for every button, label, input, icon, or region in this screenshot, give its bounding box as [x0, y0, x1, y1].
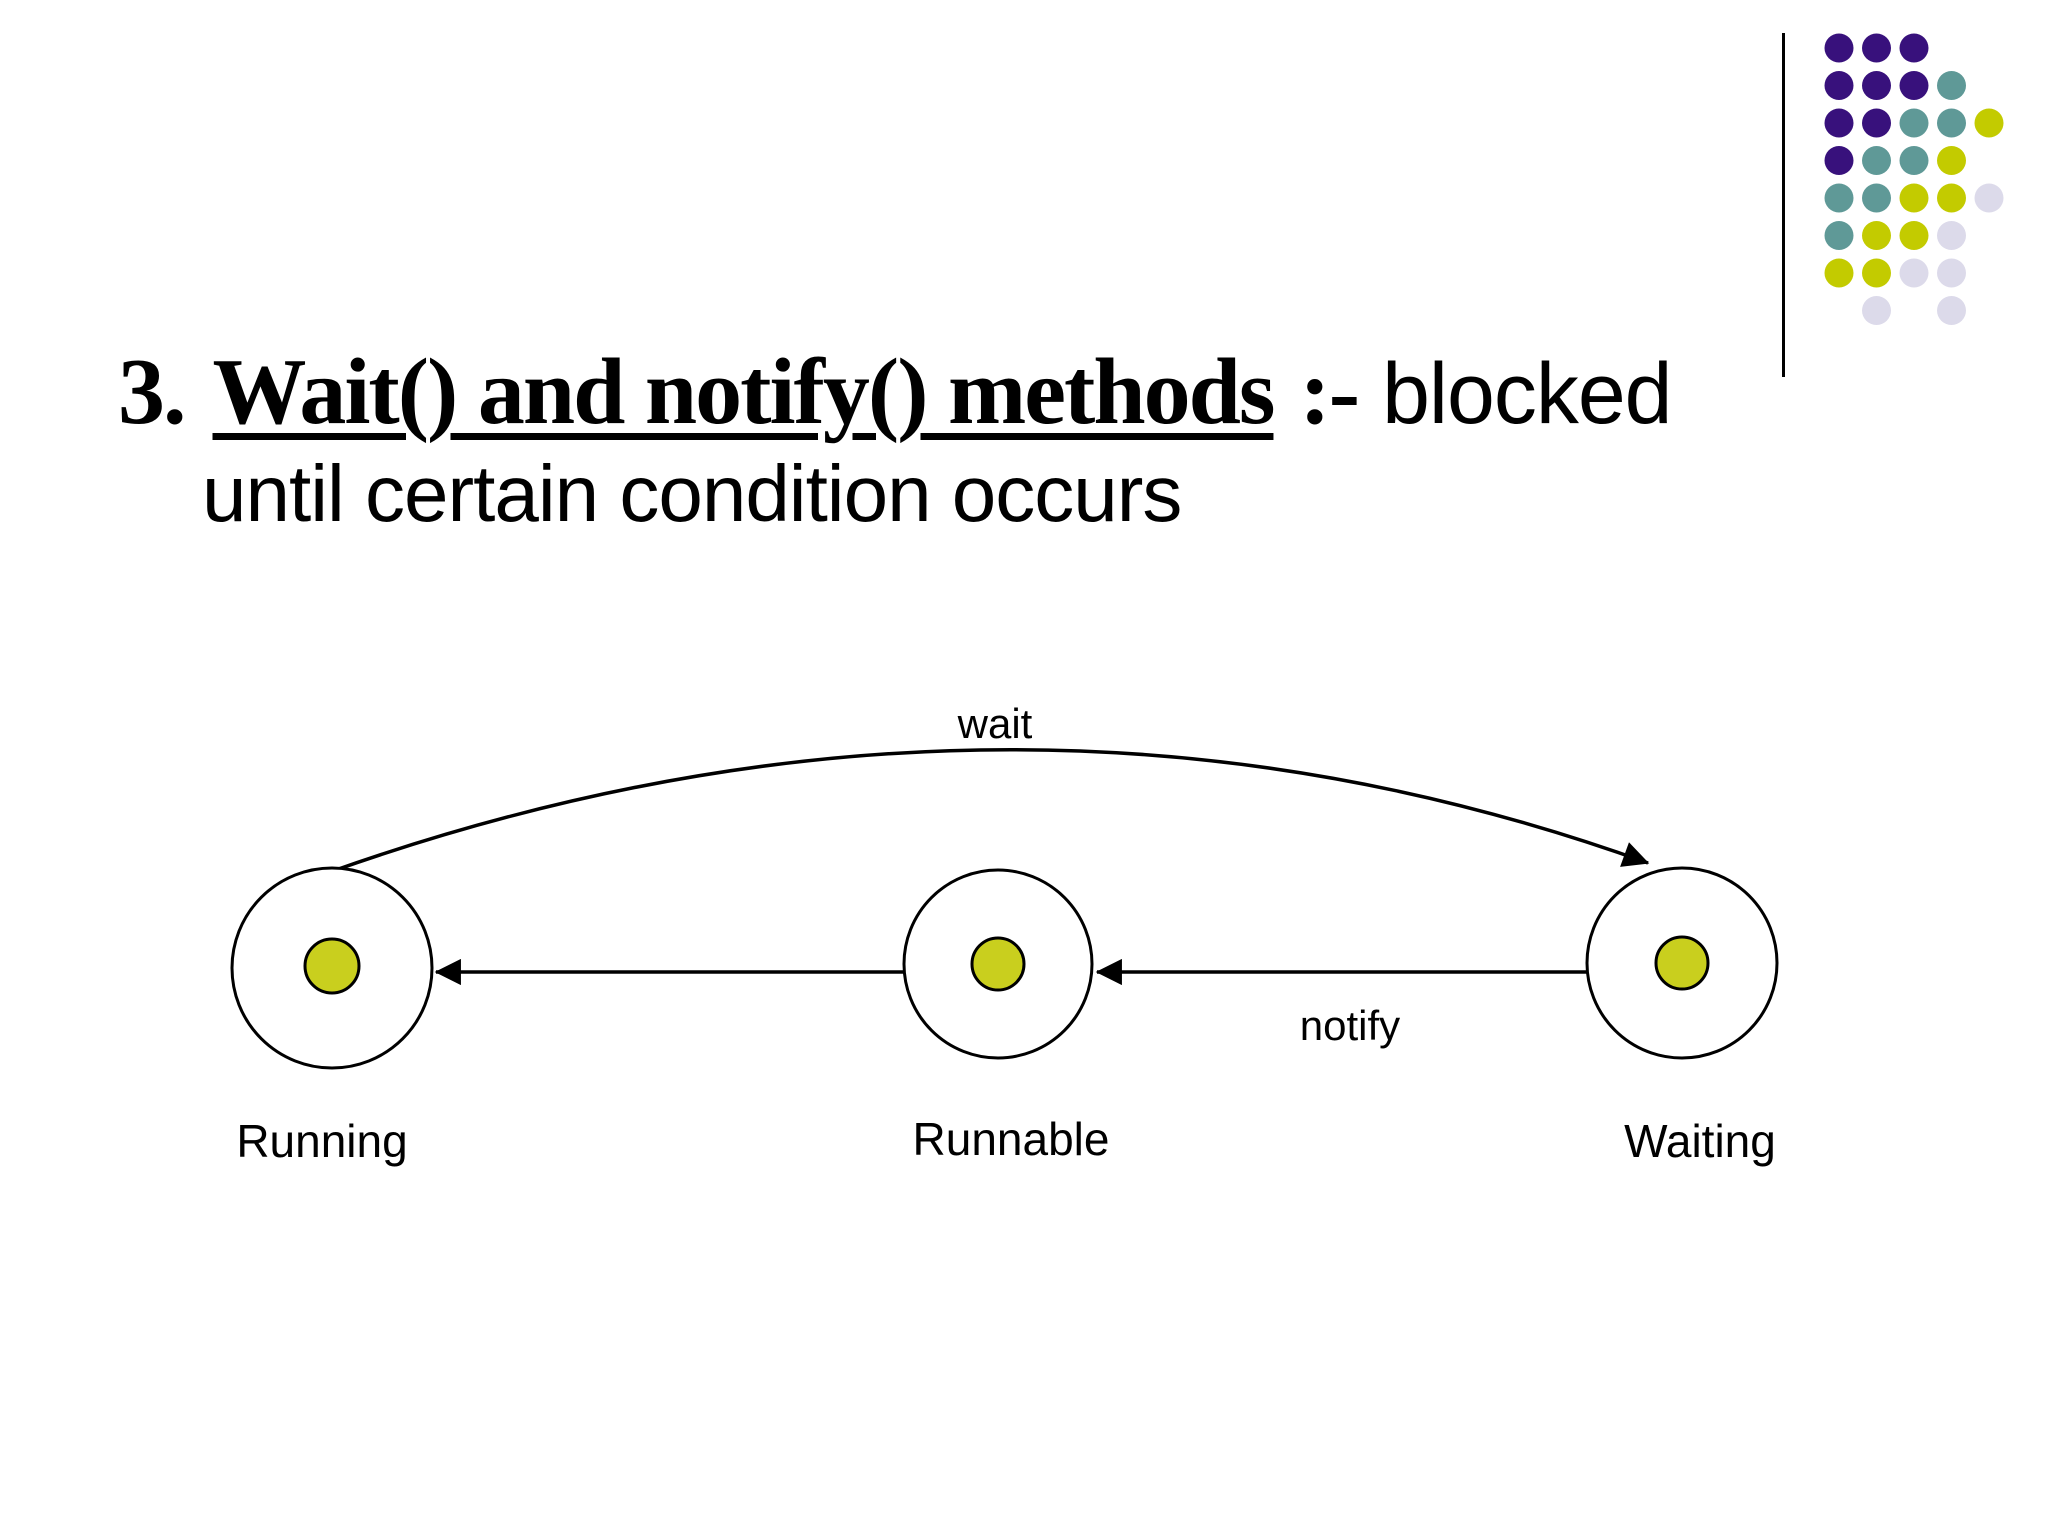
decorative-dot: [1899, 146, 1929, 175]
transition-label-notify: notify: [1300, 1002, 1400, 1049]
decorative-dot: [1899, 258, 1929, 288]
decorative-dot: [1937, 221, 1966, 250]
decorative-dot: [1974, 183, 2004, 213]
decorative-dot: [1899, 221, 1929, 250]
title-separator: :-: [1299, 340, 1360, 444]
decorative-dot: [1862, 146, 1891, 175]
state-center-dot-runnable: [970, 936, 1026, 992]
decorative-dot: [1937, 296, 1966, 325]
decorative-dot: [1824, 71, 1854, 100]
decorative-dot: [1862, 108, 1891, 138]
decorative-dot: [1862, 296, 1891, 325]
decorative-dot: [1899, 108, 1929, 138]
decorative-dot: [1974, 108, 2004, 138]
transition-label-wait: wait: [957, 700, 1033, 747]
corner-divider-line: [1782, 33, 1785, 377]
decorative-dot: [1899, 183, 1929, 213]
decorative-dot: [1937, 146, 1966, 175]
decorative-dot: [1824, 108, 1854, 138]
state-label-runnable: Runnable: [913, 1113, 1110, 1165]
transition-arrow-wait: [329, 748, 1650, 874]
decorative-dot: [1862, 183, 1891, 213]
title-tail-text: blocked: [1382, 346, 1672, 442]
decorative-dot: [1937, 108, 1966, 138]
state-label-running: Running: [236, 1115, 407, 1167]
decorative-dot: [1862, 258, 1891, 288]
decorative-dot: [1862, 221, 1891, 250]
decorative-dot: [1937, 71, 1966, 100]
decorative-dot: [1899, 71, 1929, 100]
decorative-dot: [1824, 258, 1854, 288]
decorative-dot: [1937, 183, 1966, 213]
slide-title-line2: until certain condition occurs: [202, 449, 1182, 538]
state-center-dot-running: [303, 937, 361, 995]
decorative-dot: [1824, 33, 1854, 63]
title-underlined-text: Wait() and notify() methods: [212, 340, 1276, 444]
slide-title-line1: 3.Wait() and notify() methods:-blocked: [118, 345, 1673, 442]
decorative-dot: [1824, 221, 1854, 250]
decorative-dot: [1824, 146, 1854, 175]
decorative-dot: [1899, 33, 1929, 63]
decorative-dot: [1824, 183, 1854, 213]
title-number: 3.: [118, 340, 186, 444]
decorative-dot: [1862, 71, 1891, 100]
state-label-waiting: Waiting: [1624, 1115, 1776, 1167]
decorative-dot: [1937, 258, 1966, 288]
decorative-dot: [1862, 33, 1891, 63]
state-center-dot-waiting: [1654, 935, 1710, 991]
